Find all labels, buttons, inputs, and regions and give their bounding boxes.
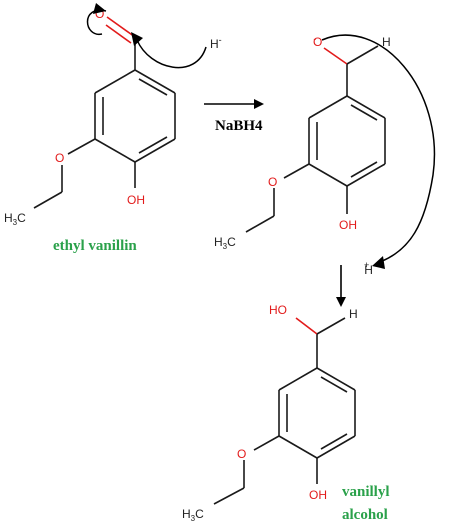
reactant-structure [33,16,176,209]
product-added-hydrogen: H [349,307,358,321]
intermediate-structure [245,45,386,233]
electron-push-arrowhead [93,3,106,14]
hydride-attack-arrow [136,39,207,69]
product-ether-oxygen: O [237,447,246,461]
hydride-ion: H- [210,35,222,51]
reagent-label: NaBH4 [215,118,263,134]
protonation-arrowhead [372,256,385,269]
reactant-carbonyl-oxygen: O [95,7,104,21]
product-structure [213,317,356,505]
protonation-arrow [321,34,436,263]
hydride-attack-arrowhead [131,32,143,46]
product-hydroxyl: OH [309,488,327,502]
reactant-hydroxyl: OH [127,193,145,207]
product-methyl-group: H3C [182,507,204,523]
intermediate-added-hydrogen: H [382,35,391,49]
proton: +H [364,260,373,277]
reactant-methyl-group: H3C [4,211,26,227]
product-name-line2: alcohol [342,507,388,523]
intermediate-ether-oxygen: O [268,175,277,189]
product-name-line1: vanillyl [342,484,390,500]
intermediate-hydroxyl: OH [339,218,357,232]
reactant-name-label: ethyl vanillin [53,238,137,254]
product-alcohol-hydroxyl: HO [269,303,287,317]
reactant-ether-oxygen: O [55,151,64,165]
intermediate-alkoxide-oxygen: O- [313,34,322,49]
intermediate-methyl-group: H3C [214,235,236,251]
